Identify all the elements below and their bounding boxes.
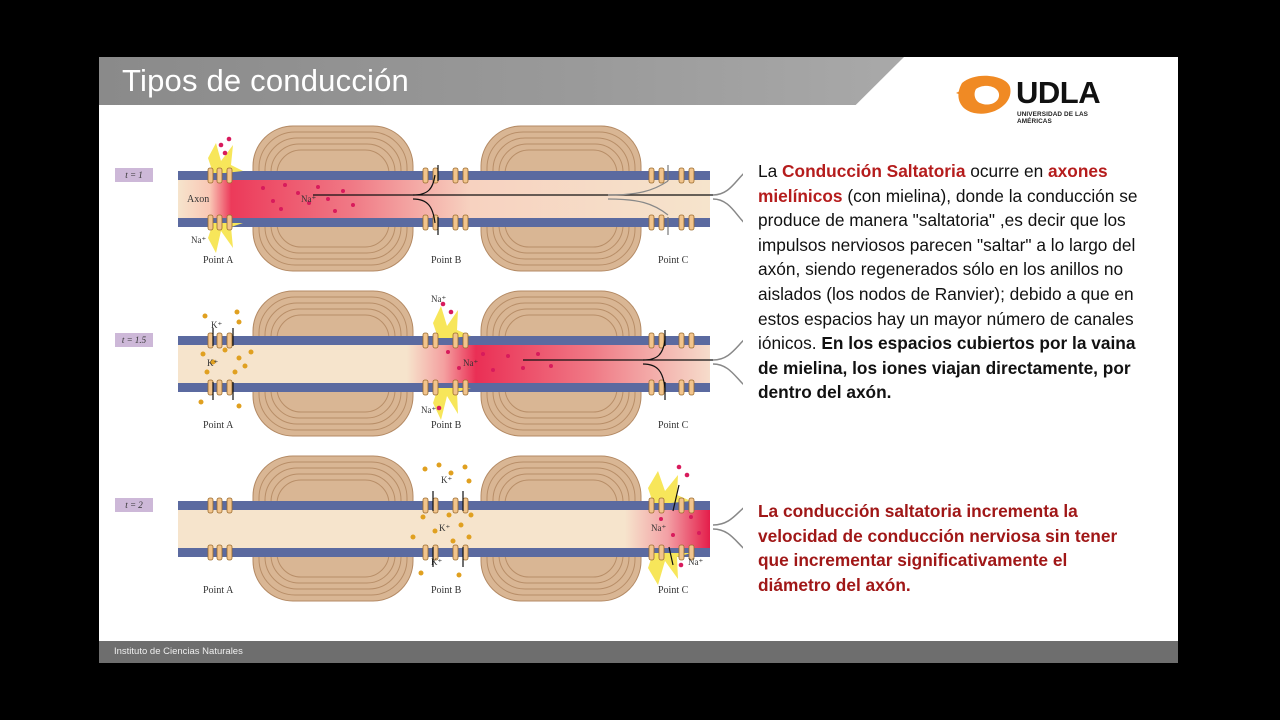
time-label: t = 2 (125, 500, 143, 510)
connector-arrows (712, 173, 743, 549)
na-ion-label: Na⁺ (431, 294, 446, 304)
text-run: ocurre en (965, 161, 1049, 181)
udla-subtitle: UNIVERSIDAD DE LAS AMÉRICAS (1017, 111, 1089, 125)
title-band: Tipos de conducción (99, 57, 904, 105)
saltatory-conduction-diagram: t = 1 (115, 125, 743, 602)
point-label: Point B (431, 585, 462, 596)
udla-logo: UDLA UNIVERSIDAD DE LAS AMÉRICAS (954, 71, 1124, 125)
slide-title: Tipos de conducción (122, 63, 409, 98)
time-label: t = 1 (125, 170, 143, 180)
point-label: Point A (203, 585, 234, 596)
point-label: Point A (203, 255, 234, 266)
membrane-bottom (178, 218, 710, 227)
udla-wordmark: UDLA (1016, 75, 1101, 110)
k-ion-label: K⁺ (441, 475, 452, 485)
conclusion-paragraph: La conducción saltatoria incrementa la v… (758, 501, 1118, 595)
membrane-top (178, 171, 710, 180)
point-label: Point B (431, 420, 462, 431)
k-ion-label: K⁺ (207, 358, 218, 368)
footer-text: Instituto de Ciencias Naturales (114, 646, 243, 657)
time-label: t = 1.5 (122, 335, 147, 345)
k-ion-label: K⁺ (211, 320, 222, 330)
na-ion-label: Na⁺ (191, 235, 206, 245)
text-run: La (758, 161, 783, 181)
point-label: Point B (431, 255, 462, 266)
description-paragraph: La Conducción Saltatoria ocurre en axone… (758, 159, 1138, 405)
slide: Tipos de conducción UDLA UNIVERSIDAD DE … (99, 57, 1178, 663)
axon-body (178, 179, 710, 219)
highlight-text: Conducción Saltatoria (782, 161, 966, 181)
k-ion-label: K⁺ (431, 557, 442, 567)
time-tag (115, 168, 153, 182)
na-ion-label: Na⁺ (688, 557, 703, 567)
panel-t2: t = 2 (115, 455, 710, 602)
footer-bar: Instituto de Ciencias Naturales (99, 641, 1178, 663)
point-label: Point C (658, 585, 689, 596)
point-label: Point C (658, 255, 689, 266)
axon-label: Axon (187, 194, 209, 205)
na-ion-label: Na⁺ (463, 358, 478, 368)
na-ion-label: Na⁺ (421, 405, 436, 415)
time-tag (115, 333, 153, 347)
time-tag (115, 498, 153, 512)
point-label: Point A (203, 420, 234, 431)
panel-t1-5: t = 1.5 (115, 290, 713, 437)
k-ion-label: K⁺ (439, 523, 450, 533)
bold-text: En los espacios cubiertos por la vaina d… (758, 333, 1136, 403)
panel-t1: t = 1 (115, 125, 713, 272)
point-label: Point C (658, 420, 689, 431)
udla-logo-mark-icon (956, 75, 1011, 114)
na-ion-label: Na⁺ (301, 194, 316, 204)
text-run: (con mielina), donde la conducción se pr… (758, 185, 1138, 354)
na-ion-label: Na⁺ (651, 523, 666, 533)
highlight-text: axones mielínicos (758, 161, 1108, 206)
